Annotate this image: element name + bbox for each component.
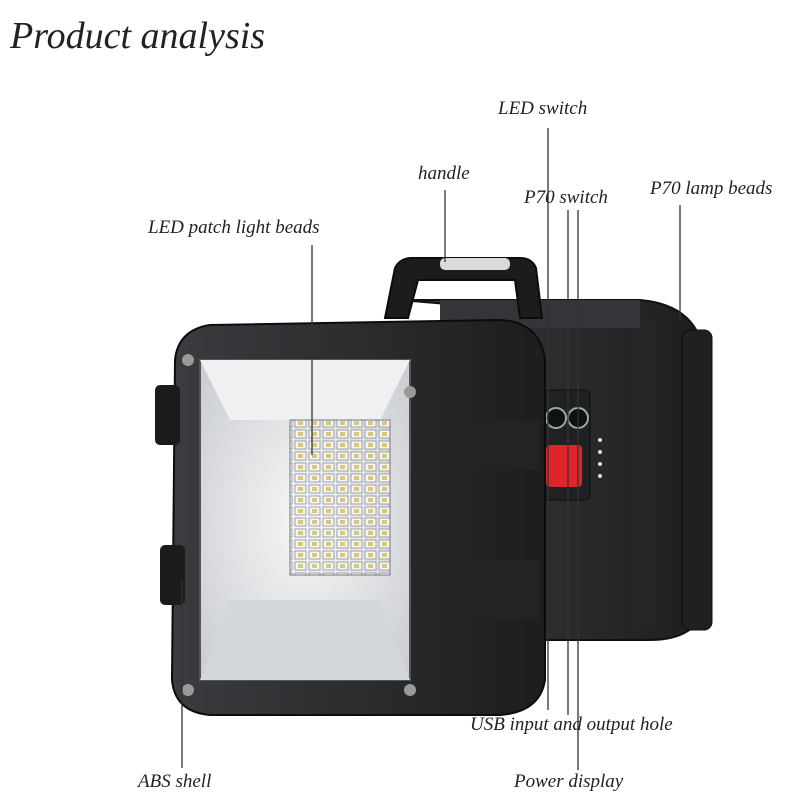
handle — [383, 257, 544, 319]
label-p70-lamp-beads: P70 lamp beads — [650, 178, 773, 199]
lens — [182, 354, 416, 696]
label-p70-switch: P70 switch — [524, 187, 608, 208]
leader-lines — [181, 128, 681, 770]
page-title: Product analysis — [10, 15, 266, 57]
led-bead-array — [289, 419, 391, 576]
label-abs-shell: ABS shell — [138, 771, 212, 792]
label-power-display: Power display — [514, 771, 624, 792]
label-usb-hole: USB input and output hole — [470, 714, 673, 735]
label-led-switch: LED switch — [498, 98, 588, 119]
label-handle: handle — [418, 163, 470, 184]
label-led-patch-light-beads: LED patch light beads — [148, 217, 320, 238]
